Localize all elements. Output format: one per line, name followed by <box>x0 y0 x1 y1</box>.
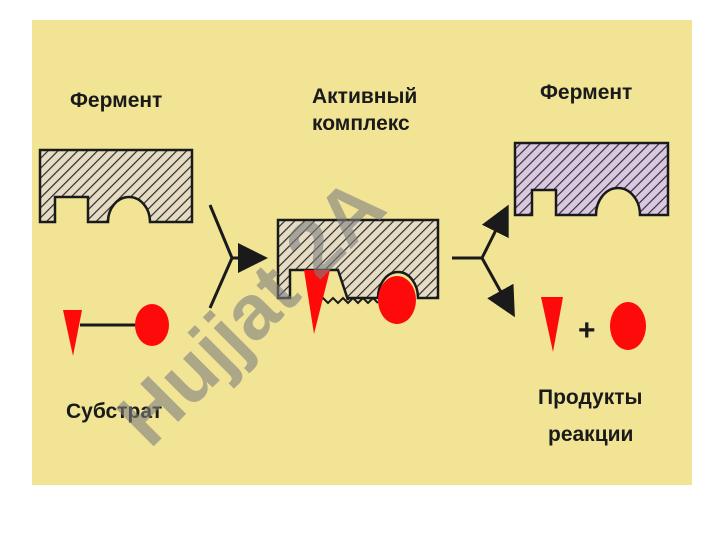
active-complex-label-line2: комплекс <box>312 112 410 135</box>
merge-arrow <box>208 204 268 309</box>
enzyme-left-label: Фермент <box>70 89 162 112</box>
product-circle <box>610 302 646 350</box>
active-complex-enzyme <box>276 218 440 301</box>
active-complex-triangle <box>304 270 330 334</box>
substrate-triangle <box>63 310 82 356</box>
enzyme-right-shape <box>513 141 670 217</box>
active-complex-bond-zigzag <box>317 296 379 305</box>
substrate-circle <box>135 304 169 346</box>
enzyme-left-shape <box>38 148 194 224</box>
split-arrow <box>452 204 515 318</box>
products-label-line1: Продукты <box>538 386 642 409</box>
substrate-label: Субстрат <box>66 400 162 423</box>
enzyme-right-label: Фермент <box>540 81 632 104</box>
plus-sign: + <box>578 314 596 347</box>
product-triangle <box>541 297 563 352</box>
active-complex-label-line1: Активный <box>312 85 417 108</box>
products-label-line2: реакции <box>548 423 633 446</box>
active-complex-circle <box>378 276 416 324</box>
